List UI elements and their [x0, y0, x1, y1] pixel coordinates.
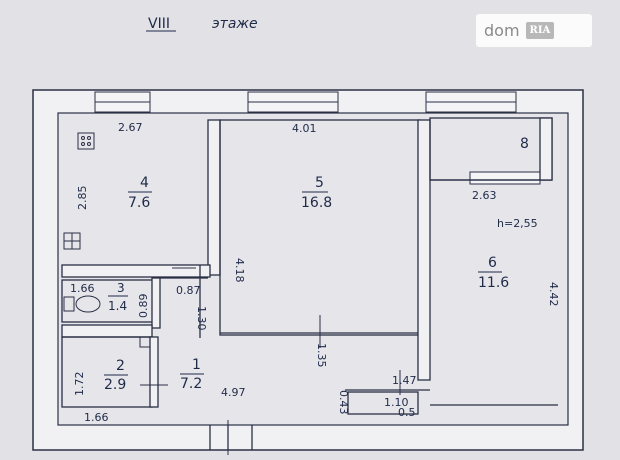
dim-corridor-short: 0.87 [176, 284, 201, 297]
dim-corridor-v: 1.35 [315, 343, 328, 368]
floor-word: этаже [212, 16, 258, 32]
washbasin-icon [139, 336, 151, 348]
dimension-ticks [140, 267, 401, 455]
dim-niche-c: 1.10 [384, 396, 409, 409]
room-1-area: 7.2 [180, 376, 202, 392]
dim-living-width: 4.01 [292, 122, 317, 135]
dim-living-height: 4.18 [233, 258, 246, 283]
dim-kitchen-width: 2.67 [118, 121, 143, 134]
dim-kitchen-height: 2.85 [76, 186, 89, 211]
dim-bedroom-height: 4.42 [547, 282, 560, 307]
watermark-logo: dom RIA [476, 14, 592, 47]
room-3-area: 1.4 [108, 299, 127, 313]
ceiling-height: h=2,55 [497, 217, 538, 230]
stove-icon [77, 132, 95, 150]
room-5-number: 5 [315, 175, 324, 191]
dim-wc-width: 1.66 [70, 282, 95, 295]
toilet-icon [75, 295, 101, 313]
dim-niche-d: 0.5 [398, 406, 416, 419]
watermark-ria-badge: RIA [525, 22, 555, 39]
dim-niche-b: 1.47 [392, 374, 417, 387]
floor-numeral: VIII [148, 16, 170, 32]
room-4-number: 4 [140, 175, 149, 191]
room-2-area: 2.9 [104, 377, 126, 393]
room-3-number: 3 [117, 281, 125, 295]
room-4-area: 7.6 [128, 195, 150, 211]
dim-niche-a: 0.43 [337, 390, 350, 415]
room-8-number: 8 [520, 136, 529, 152]
window-bedroom-inner [469, 171, 541, 185]
room-5-area: 16.8 [301, 195, 332, 211]
dim-bath-height: 1.72 [73, 372, 86, 397]
watermark-dom-text: dom [484, 21, 520, 40]
fixtures [63, 132, 151, 348]
windows [94, 91, 541, 185]
room-1-number: 1 [192, 357, 201, 373]
room-6-number: 6 [488, 255, 497, 271]
room-6-area: 11.6 [478, 275, 509, 291]
dim-hall-length: 4.97 [221, 386, 246, 399]
dim-bath-width: 1.66 [84, 411, 109, 424]
dim-corridor-mid: 1.30 [195, 306, 208, 331]
partitions [61, 117, 558, 450]
dim-bedroom-width: 2.63 [472, 189, 497, 202]
room-2-number: 2 [116, 358, 125, 374]
dim-wc-height: 0.89 [137, 294, 150, 319]
